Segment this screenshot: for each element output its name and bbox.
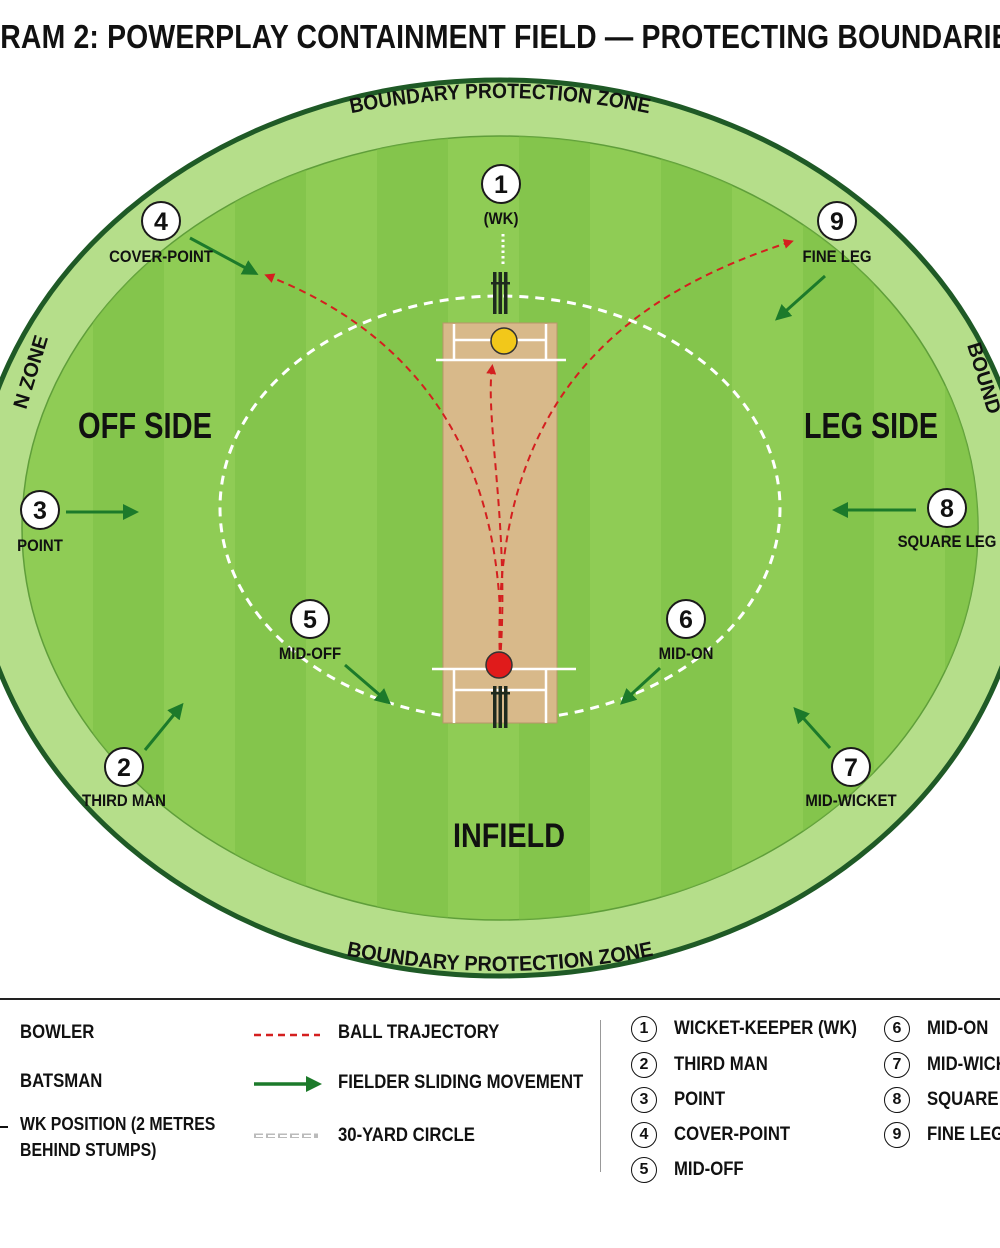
legend-column-divider — [600, 1020, 601, 1172]
fielder-number: 3 — [33, 497, 47, 525]
cricket-field-diagram: BOUNDARY PROTECTION ZONE BOUNDARY PROTEC… — [0, 77, 1000, 979]
legend-thirty-yard-circle: 30-YARD CIRCLE — [338, 1125, 475, 1146]
fielder-1: 1 (WK) — [481, 164, 521, 228]
legend-wk-line1: WK POSITION (2 METRES — [20, 1114, 216, 1134]
fielder-arrows — [66, 236, 916, 751]
fielder-label: SQUARE LEG — [898, 533, 997, 551]
arrow-symbol-head — [306, 1076, 322, 1092]
legend-divider — [0, 998, 1000, 1000]
fielder-marker — [20, 490, 60, 530]
mowing-stripe — [661, 136, 732, 920]
fielder-label: MID-ON — [659, 645, 714, 663]
title-text: GRAM 2: POWERPLAY CONTAINMENT FIELD — PR… — [0, 18, 1000, 55]
legend-batsman: BATSMAN — [20, 1071, 103, 1092]
fielder-number: 7 — [844, 754, 858, 782]
fielder-number: 1 — [494, 171, 508, 199]
legend-key-number: 8 — [884, 1087, 910, 1113]
batsman-marker — [490, 327, 518, 355]
fielder-marker — [666, 599, 706, 639]
fielder-marker — [290, 599, 330, 639]
fielder-number: 2 — [117, 754, 131, 782]
fielder-marker — [481, 164, 521, 204]
legend-key-label: THIRD MAN — [674, 1054, 768, 1075]
legend-key-label: MID-ON — [927, 1018, 989, 1039]
fielder-number: 9 — [830, 208, 844, 236]
fielder-label: THIRD MAN — [82, 792, 166, 810]
fielder-number: 8 — [940, 495, 954, 523]
legend-key-label: WICKET-KEEPER (WK) — [674, 1018, 857, 1039]
leg-side-label: LEG SIDE — [804, 405, 938, 446]
fielder-label: MID-OFF — [279, 645, 341, 663]
stumps-top — [491, 272, 510, 314]
wk-position-symbol — [0, 1126, 8, 1128]
legend-key-number: 4 — [631, 1122, 657, 1148]
legend-key-number: 2 — [631, 1052, 657, 1078]
fielder-marker — [927, 488, 967, 528]
fielder-marker — [104, 747, 144, 787]
legend-panel: BOWLER BATSMAN WK POSITION (2 METRES BEH… — [0, 998, 1000, 1248]
legend-symbols — [254, 1033, 322, 1138]
fielder-label: FINE LEG — [803, 248, 872, 266]
fielder-marker — [831, 747, 871, 787]
diagram-title: GRAM 2: POWERPLAY CONTAINMENT FIELD — PR… — [0, 14, 1000, 64]
fielder-number: 4 — [154, 208, 168, 236]
stumps-bottom — [491, 686, 510, 728]
legend-wk-line2: BEHIND STUMPS) — [20, 1140, 157, 1160]
legend-fielder-movement: FIELDER SLIDING MOVEMENT — [338, 1072, 584, 1093]
ball-trajectories — [264, 239, 794, 663]
legend-key-label: FINE LEG — [927, 1124, 1000, 1145]
legend-key-label: MID-OFF — [674, 1159, 744, 1180]
legend-key-number: 9 — [884, 1122, 910, 1148]
legend-key-number: 6 — [884, 1016, 910, 1042]
fielder-label: COVER-POINT — [109, 248, 213, 266]
legend-key-label: MID-WICK — [927, 1054, 1000, 1075]
legend-key-number: 7 — [884, 1052, 910, 1078]
legend-key-number: 3 — [631, 1087, 657, 1113]
off-side-label: OFF SIDE — [78, 405, 212, 446]
legend-key-label: COVER-POINT — [674, 1124, 791, 1145]
fielder-marker — [141, 201, 181, 241]
infield-label: INFIELD — [453, 817, 565, 855]
legend-key-label: SQUARE L — [927, 1089, 1000, 1110]
legend-ball-trajectory: BALL TRAJECTORY — [338, 1022, 500, 1043]
fielder-number: 5 — [303, 606, 317, 634]
fielder-label: MID-WICKET — [805, 792, 897, 810]
legend-key-label: POINT — [674, 1089, 726, 1110]
fielder-marker — [817, 201, 857, 241]
legend-key-number: 1 — [631, 1016, 657, 1042]
mowing-stripe — [235, 136, 306, 920]
legend-key-number: 5 — [631, 1157, 657, 1183]
bowler-marker — [485, 651, 513, 679]
fielder-label: POINT — [17, 537, 63, 555]
fielder-label: (WK) — [484, 210, 519, 228]
fielder-number: 6 — [679, 606, 693, 634]
legend-bowler: BOWLER — [20, 1022, 95, 1043]
mowing-stripe — [377, 136, 448, 920]
